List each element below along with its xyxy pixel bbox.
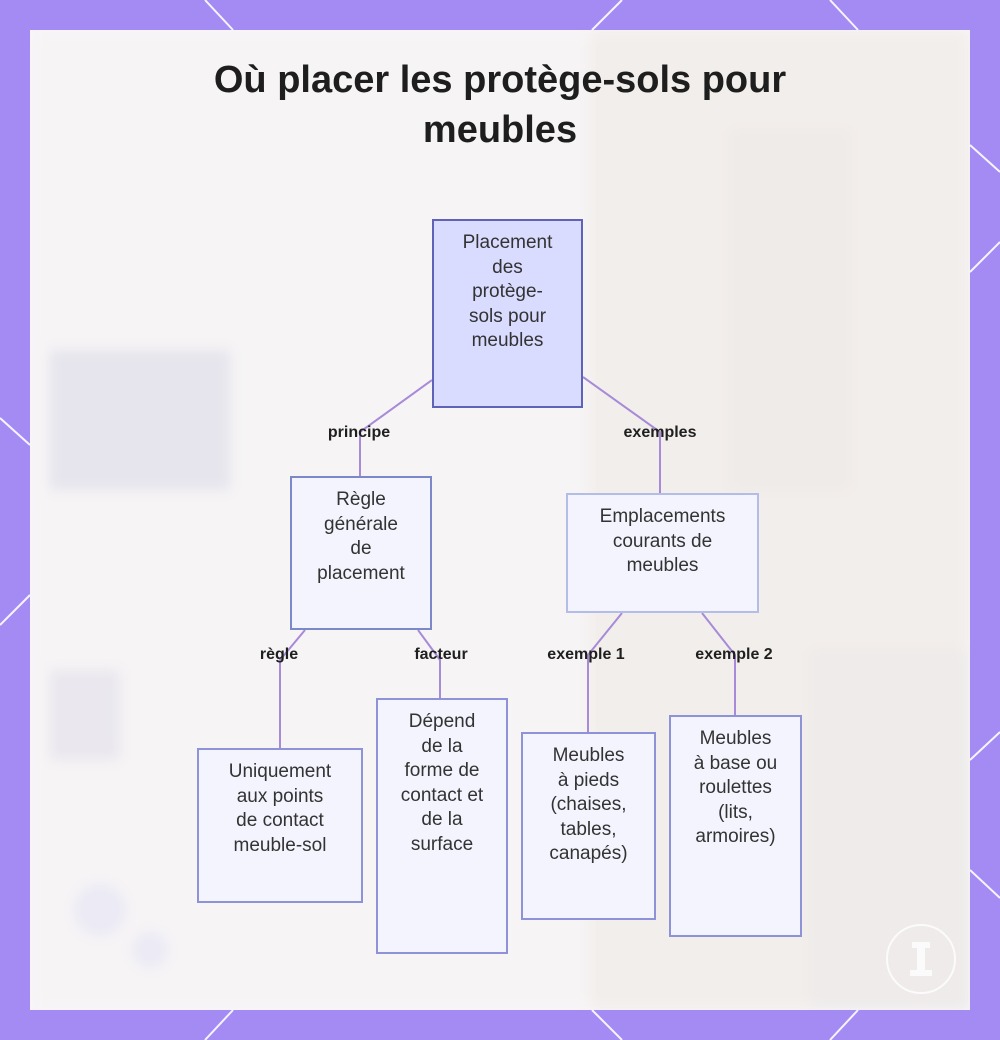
node-locations-line: meubles <box>626 555 699 576</box>
node-root-line: protège- <box>472 281 543 302</box>
edge-rule-contact <box>279 629 306 748</box>
node-contact: Uniquement aux points de contact meuble-… <box>197 748 363 903</box>
node-locations-line: Emplacements <box>599 506 726 527</box>
node-rule-line: placement <box>317 562 405 584</box>
node-legs: Meubles à pieds (chaises, tables, canapé… <box>521 732 656 920</box>
node-legs-line: (chaises, <box>550 794 627 815</box>
node-locations-line: courants de <box>612 530 713 552</box>
node-legs-line: Meubles <box>552 745 625 766</box>
edge-label-regle: règle <box>259 646 299 663</box>
node-legs-line: à pieds <box>557 769 620 791</box>
edge-root-locations <box>582 376 661 493</box>
edge-root-rule <box>359 379 433 476</box>
node-contact-line: aux points <box>236 785 324 807</box>
node-depends: Dépend de la forme de contact et de la s… <box>376 698 508 954</box>
logo-watermark-icon <box>886 924 956 994</box>
node-locations: Emplacements courants de meubles <box>566 493 759 613</box>
title-line-2: meubles <box>422 109 578 151</box>
node-base-line: à base ou <box>693 752 778 774</box>
node-root-line: Placement <box>462 232 553 253</box>
edge-label-principe: principe <box>327 424 391 441</box>
node-root-line: meubles <box>471 330 544 351</box>
edge-rule-depends <box>417 629 441 698</box>
edge-label-exemple-2: exemple 2 <box>695 646 773 663</box>
node-rule: Règle générale de placement <box>290 476 432 630</box>
node-rule-line: Règle <box>336 489 386 510</box>
node-contact-line: Uniquement <box>228 761 332 782</box>
node-base-line: (lits, <box>718 801 753 823</box>
node-base-line: roulettes <box>699 777 772 798</box>
edge-label-facteur: facteur <box>414 646 468 663</box>
node-contact-line: de contact <box>236 810 324 831</box>
edge-label-exemple-1: exemple 1 <box>547 646 625 663</box>
node-rule-line: de <box>350 538 372 559</box>
node-depends-line: contact et <box>400 784 484 806</box>
node-depends-line: forme de <box>404 760 480 781</box>
node-depends-line: Dépend <box>408 711 476 732</box>
node-depends-line: de la <box>421 809 463 830</box>
node-root-line: des <box>492 256 523 278</box>
node-base: Meubles à base ou roulettes (lits, armoi… <box>669 715 802 937</box>
node-rule-line: générale <box>324 513 398 535</box>
node-depends-line: surface <box>410 833 474 855</box>
node-legs-line: canapés) <box>549 843 628 864</box>
node-legs-line: tables, <box>560 818 617 840</box>
title-line-1: Où placer les protège-sols pour <box>213 59 787 101</box>
node-contact-line: meuble-sol <box>233 834 327 856</box>
page-title: Où placer les protège-sols pour meubles <box>0 55 1000 155</box>
node-root-line: sols pour <box>468 305 547 327</box>
node-root: Placement des protège- sols pour meubles <box>432 219 583 408</box>
edge-locations-legs <box>587 612 623 732</box>
node-base-line: armoires) <box>695 826 776 847</box>
node-depends-line: de la <box>421 735 463 757</box>
node-base-line: Meubles <box>699 728 772 749</box>
edge-label-exemples: exemples <box>623 424 697 441</box>
edge-locations-base <box>701 612 736 715</box>
